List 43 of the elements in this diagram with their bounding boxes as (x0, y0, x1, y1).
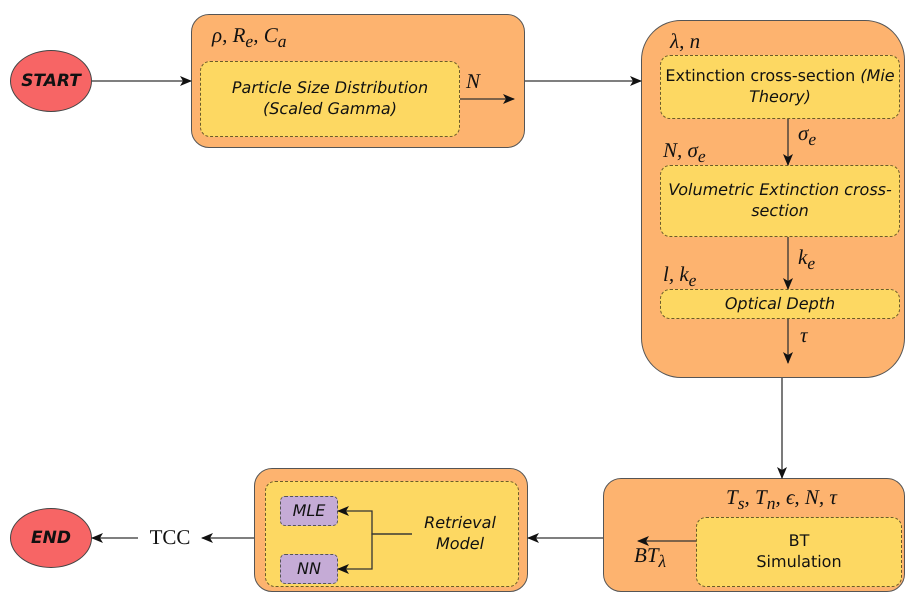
edge-label: N (466, 69, 480, 94)
arrow (201, 533, 254, 543)
variable-label: l, k$_{e}$ (663, 262, 696, 292)
process-container (603, 478, 905, 592)
arrow (783, 237, 793, 290)
node-text: Extinction cross-section (Mie Theory) (665, 66, 895, 108)
method-box (280, 554, 338, 584)
variable-label: λ, n (670, 29, 700, 54)
process-container (641, 20, 905, 378)
arrow (91, 533, 138, 543)
node-text: NN (297, 558, 321, 580)
process-container (191, 14, 525, 148)
variable-label: T$_{s}$, T$_{n}$, ϵ, N, τ (726, 485, 837, 514)
arrow (783, 119, 793, 166)
arrow (92, 76, 192, 86)
node-text: Volumetric Extinction cross-section (667, 180, 893, 222)
node-text: START (21, 70, 81, 92)
node-text: END (31, 526, 71, 550)
edge-label: BT$_{λ}$ (634, 543, 666, 572)
arrow (783, 319, 793, 364)
arrow (637, 536, 696, 546)
output-label: TCC (138, 523, 202, 553)
variable-label: N, σ$_{e}$ (663, 138, 706, 168)
model-label: Retrieval Model (412, 512, 508, 556)
edge-label: k$_{e}$ (798, 245, 816, 274)
arrow (777, 378, 787, 479)
arrow (525, 76, 642, 86)
process-box (200, 61, 460, 137)
process-box (265, 481, 519, 587)
method-box (280, 496, 338, 526)
node-text: Particle Size Distribution (Scaled Gamma) (230, 78, 430, 120)
arrow (337, 533, 412, 574)
arrow (527, 533, 603, 543)
node-text: BT Simulation (755, 531, 843, 573)
variable-label: ρ, R$_{e}$, C$_{a}$ (212, 23, 286, 52)
node-text: MLE (292, 500, 326, 522)
process-box (660, 55, 900, 119)
node-text: Optical Depth (724, 294, 836, 314)
edge-label: σ$_{e}$ (798, 121, 816, 150)
edge-label: τ (800, 323, 808, 348)
process-container (254, 468, 528, 592)
process-box (696, 517, 902, 587)
arrow (460, 94, 515, 104)
